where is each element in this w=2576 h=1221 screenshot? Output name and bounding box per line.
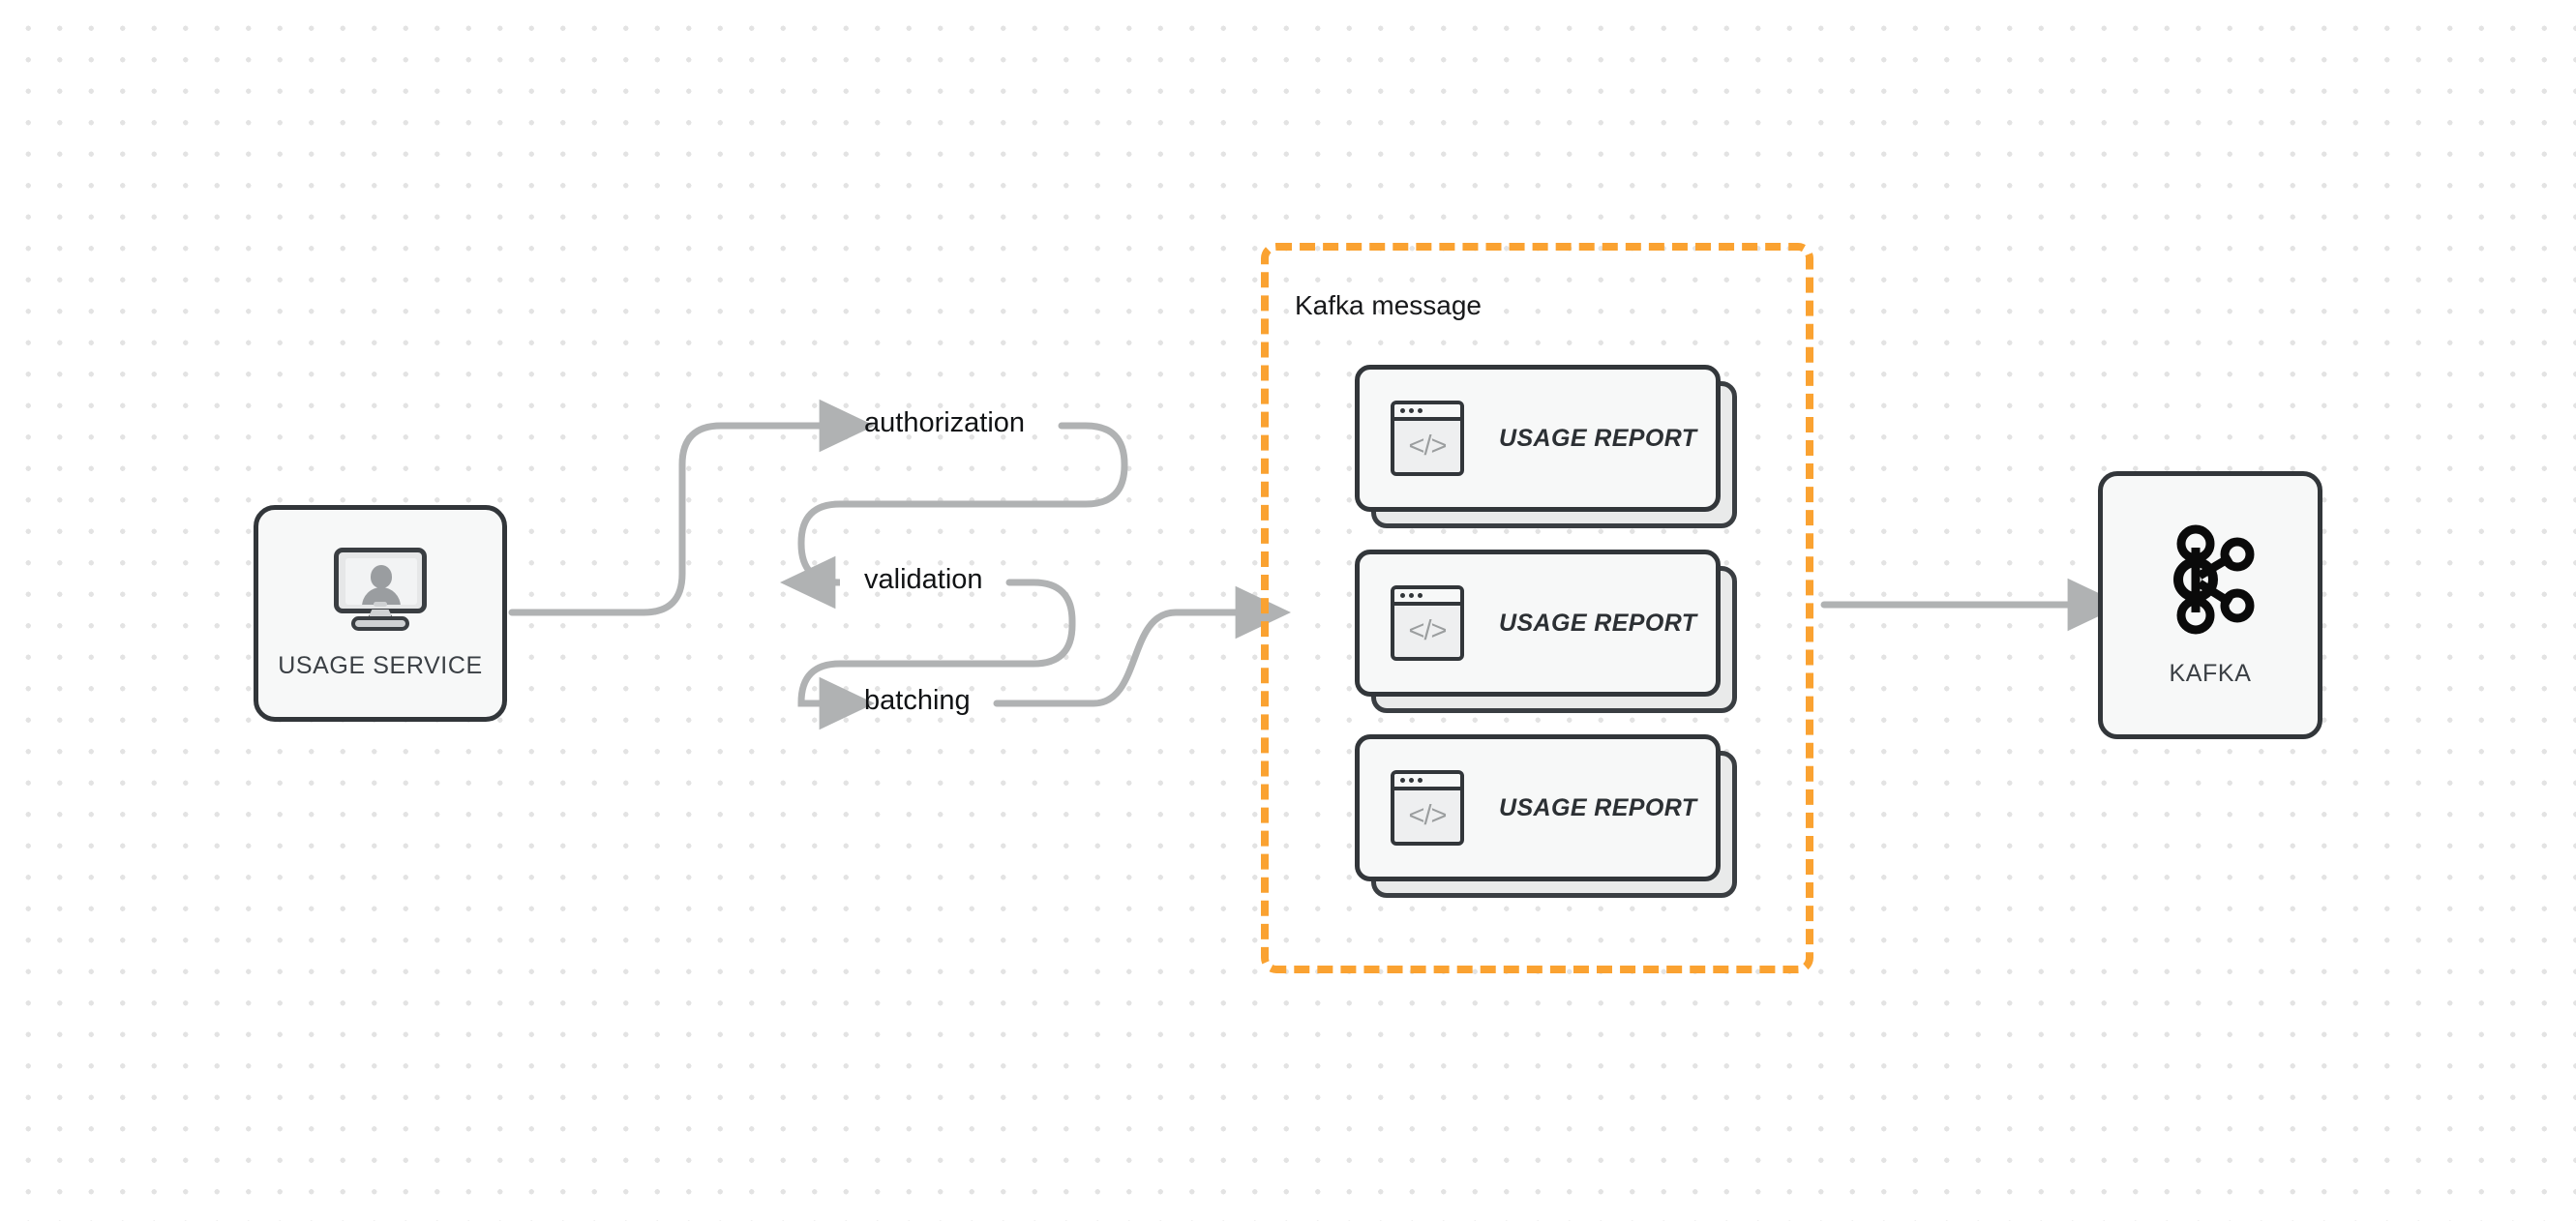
code-window-icon: </>	[1391, 401, 1464, 476]
card-usage-report[interactable]: </> USAGE REPORT	[1355, 734, 1737, 898]
code-window-glyph: </>	[1408, 615, 1448, 646]
code-window-icon: </>	[1391, 770, 1464, 846]
card-usage-report-label: USAGE REPORT	[1499, 609, 1697, 637]
node-usage-service[interactable]: USAGE SERVICE	[254, 505, 507, 722]
card-usage-report[interactable]: </> USAGE REPORT	[1355, 550, 1737, 713]
edge-batching-to-kafka-message	[993, 585, 1291, 707]
group-kafka-message[interactable]	[1261, 243, 1813, 973]
code-window-glyph: </>	[1408, 800, 1448, 831]
card-usage-report-label: USAGE REPORT	[1499, 793, 1697, 821]
step-label-authorization: authorization	[864, 407, 1026, 438]
node-kafka[interactable]: KAFKA	[2098, 471, 2322, 739]
edge-usage-service-to-authorization	[508, 399, 875, 616]
monitor-user-icon	[334, 547, 427, 631]
step-label-batching: batching	[864, 685, 971, 716]
card-usage-report[interactable]: </> USAGE REPORT	[1355, 365, 1737, 528]
step-label-validation: validation	[864, 564, 983, 595]
card-usage-report-label: USAGE REPORT	[1499, 424, 1697, 452]
group-kafka-message-title: Kafka message	[1295, 290, 1482, 320]
edge-authorization-to-validation	[780, 422, 1128, 610]
kafka-logo-icon	[2173, 524, 2255, 635]
node-usage-service-label: USAGE SERVICE	[278, 651, 483, 679]
code-window-icon: </>	[1391, 585, 1464, 661]
code-window-glyph: </>	[1408, 431, 1448, 462]
node-kafka-label: KAFKA	[2169, 660, 2252, 687]
